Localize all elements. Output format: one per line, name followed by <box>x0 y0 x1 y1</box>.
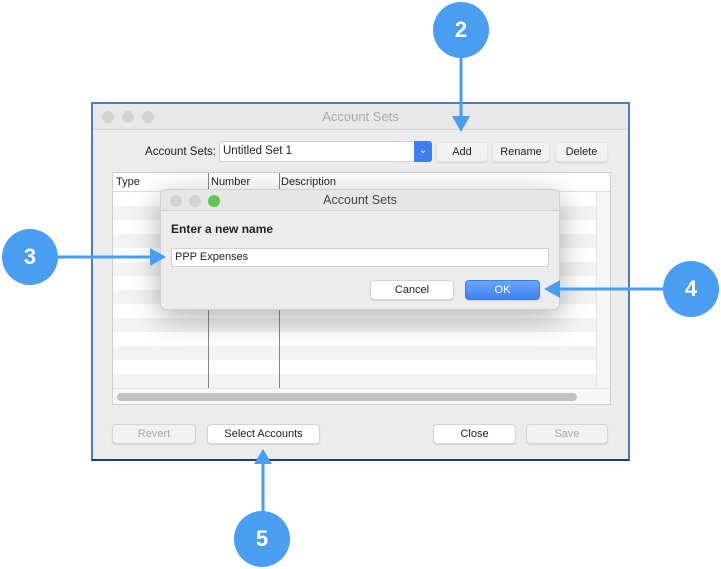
arrowhead-5 <box>254 449 272 464</box>
new-name-input[interactable]: PPP Expenses <box>171 248 549 267</box>
column-type[interactable]: Type <box>116 176 140 188</box>
chevron-down-icon[interactable]: ⌄ <box>414 141 432 162</box>
zoom-window-icon[interactable] <box>208 195 220 207</box>
cancel-button[interactable]: Cancel <box>370 280 454 300</box>
rename-button[interactable]: Rename <box>492 142 550 162</box>
minimize-window-icon[interactable] <box>189 195 201 207</box>
close-button[interactable]: Close <box>433 424 516 444</box>
scrollbar-thumb[interactable] <box>117 393 577 401</box>
close-window-icon[interactable] <box>170 195 182 207</box>
title-bar: Account Sets <box>93 104 628 130</box>
revert-button[interactable]: Revert <box>112 424 196 444</box>
selected-set: Untitled Set 1 <box>223 145 293 157</box>
dialog-heading: Enter a new name <box>171 222 274 236</box>
callout-3: 3 <box>2 229 58 285</box>
arrowhead-3 <box>150 248 166 266</box>
arrowhead-4 <box>544 280 560 298</box>
callout-4: 4 <box>663 261 719 317</box>
dialog-title: Account Sets <box>323 193 397 207</box>
add-button[interactable]: Add <box>436 142 488 162</box>
column-number[interactable]: Number <box>211 176 251 188</box>
zoom-window-icon[interactable] <box>142 111 154 123</box>
close-window-icon[interactable] <box>102 111 114 123</box>
delete-button[interactable]: Delete <box>555 142 608 162</box>
ok-button[interactable]: OK <box>465 280 540 300</box>
horizontal-scrollbar[interactable] <box>113 388 610 404</box>
minimize-window-icon[interactable] <box>122 111 134 123</box>
arrowhead-2 <box>452 116 470 132</box>
window-title: Account Sets <box>322 109 399 124</box>
dialog-title-bar: Account Sets <box>161 190 559 211</box>
column-description[interactable]: Description <box>281 176 337 188</box>
rename-dialog: Account Sets Enter a new name PPP Expens… <box>160 189 560 310</box>
account-sets-label: Account Sets: <box>145 146 216 158</box>
account-sets-select[interactable]: Untitled Set 1 ⌄ <box>219 141 432 162</box>
callout-2: 2 <box>433 2 489 58</box>
callout-5: 5 <box>234 511 290 567</box>
select-accounts-button[interactable]: Select Accounts <box>207 424 320 444</box>
save-button[interactable]: Save <box>526 424 608 444</box>
